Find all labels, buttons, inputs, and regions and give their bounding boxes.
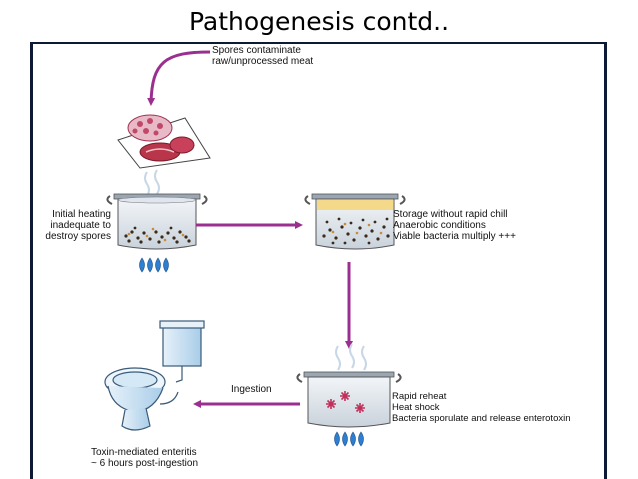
steam-icon — [144, 169, 160, 197]
steam-icon — [335, 343, 367, 371]
frame-right-border — [604, 43, 607, 479]
reheat-line-2: Heat shock — [392, 402, 440, 413]
storage-line-2: Anaerobic conditions — [393, 220, 486, 231]
flame-icon — [334, 431, 364, 447]
slide-title: Pathogenesis contd.. — [188, 7, 450, 36]
ingestion-label: Ingestion — [231, 384, 272, 395]
enteritis-line-1: Toxin-mediated enteritis — [91, 447, 197, 458]
reheat-label: Rapid reheat Heat shock Bacteria sporula… — [392, 391, 571, 424]
storage-label: Storage without rapid chill Anaerobic co… — [393, 209, 516, 242]
enteritis-line-2: ~ 6 hours post-ingestion — [91, 458, 199, 469]
toilet-icon — [104, 320, 205, 431]
contamination-label: Spores contaminate raw/unprocessed meat — [212, 45, 313, 67]
flame-icon — [139, 257, 169, 273]
enteritis-label: Toxin-mediated enteritis ~ 6 hours post-… — [91, 447, 198, 469]
frame-top-border — [30, 42, 607, 44]
contamination-line-1: Spores contaminate — [212, 45, 301, 56]
reheat-line-3: Bacteria sporulate and release enterotox… — [392, 413, 571, 424]
initial-heating-line-3: destroy spores — [45, 231, 111, 242]
raw-meat-icon — [117, 114, 211, 169]
pot-icon — [304, 193, 406, 250]
storage-line-3: Viable bacteria multiply +++ — [393, 231, 516, 242]
initial-heating-label: Initial heating inadequate to destroy sp… — [34, 209, 111, 242]
storage-line-1: Storage without rapid chill — [393, 209, 508, 220]
arrow-contamination — [147, 50, 211, 106]
contamination-line-2: raw/unprocessed meat — [212, 56, 314, 67]
reheat-line-1: Rapid reheat — [392, 391, 447, 402]
pot-icon — [106, 193, 208, 250]
frame-left-border — [30, 43, 33, 479]
bacteria-icon — [326, 391, 365, 413]
initial-heating-line-2: inadequate to — [50, 220, 111, 231]
pot-icon — [296, 371, 402, 428]
initial-heating-line-1: Initial heating — [52, 209, 111, 220]
